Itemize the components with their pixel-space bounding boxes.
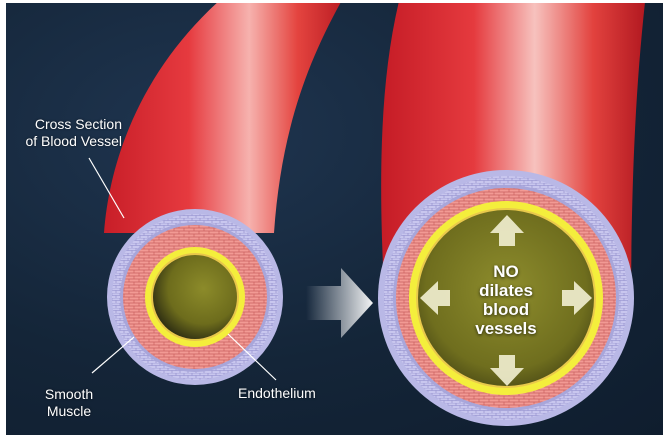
no-dilates-line4: vessels	[461, 319, 551, 338]
no-dilates-label: NO dilates blood vessels	[461, 262, 551, 338]
transition-arrow	[306, 268, 373, 338]
no-dilates-line2: dilates	[461, 281, 551, 300]
cross-section-label-line1: Cross Section	[6, 116, 122, 133]
left-cross-section	[107, 209, 283, 385]
cross-section-label-line2: of Blood Vessel	[6, 133, 122, 150]
endothelium-label-text: Endothelium	[238, 385, 348, 402]
no-dilates-line3: blood	[461, 300, 551, 319]
smooth-muscle-label-line1: Smooth	[34, 386, 104, 403]
blood-vessel-illustration	[6, 3, 663, 435]
left-vessel-tube	[104, 3, 346, 233]
smooth-muscle-label-line2: Muscle	[34, 403, 104, 420]
cross-section-label: Cross Section of Blood Vessel	[6, 116, 122, 150]
no-dilates-line1: NO	[461, 262, 551, 281]
smooth-muscle-label: Smooth Muscle	[34, 386, 104, 420]
diagram-panel: Cross Section of Blood Vessel Smooth Mus…	[6, 3, 663, 435]
endothelium-label: Endothelium	[238, 385, 348, 402]
